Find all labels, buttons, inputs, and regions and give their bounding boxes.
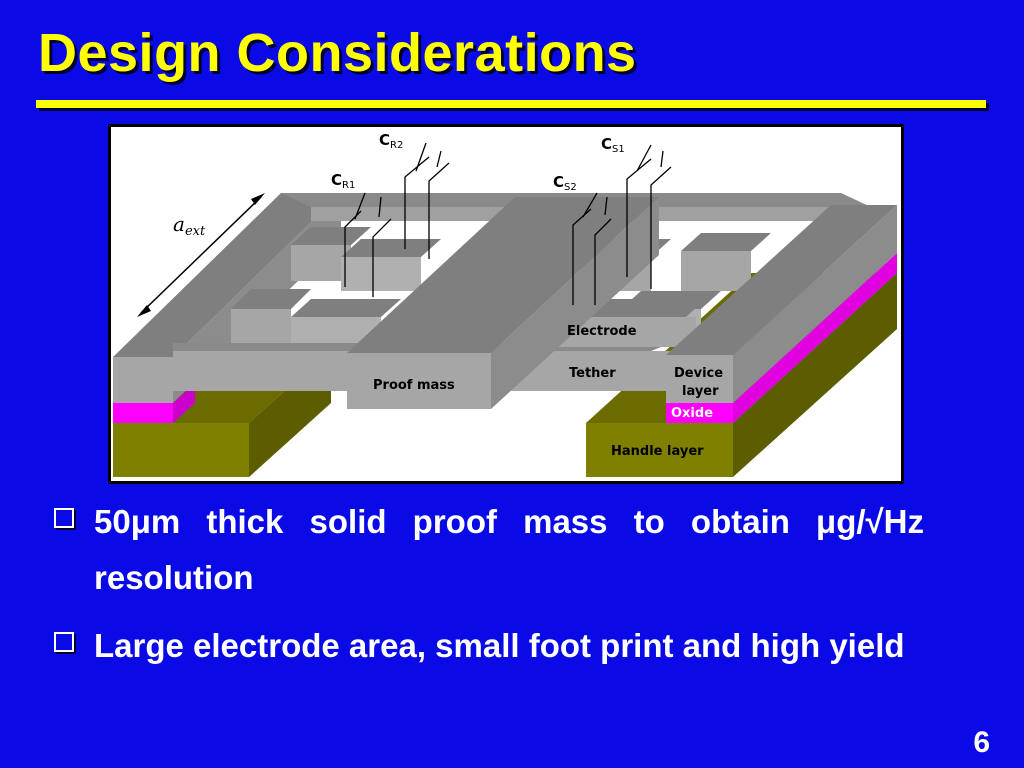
device-layer-label-line1: Device	[674, 366, 723, 381]
proof-mass	[347, 197, 659, 409]
oxide-layer-right	[666, 253, 897, 423]
proof-mass-label: Proof mass	[373, 378, 455, 393]
cs1-label: CS1	[601, 135, 625, 155]
cs2-label: CS2	[553, 173, 577, 193]
cr1-label: CR1	[331, 171, 355, 191]
bullet-item: 50μm thick solid proof mass to obtain μg…	[54, 494, 924, 606]
diagram-canvas: aext CR2 CR1 CS1	[113, 131, 897, 477]
oxide-label: Oxide	[671, 406, 713, 421]
device-layer-label-line2: layer	[682, 384, 719, 399]
bullet-text: 50μm thick solid proof mass to obtain μg…	[94, 503, 924, 596]
slide-title: Design Considerations	[38, 23, 637, 83]
handle-layer-label: Handle layer	[611, 444, 704, 459]
title-underline	[36, 100, 986, 108]
checkbox-bullet-icon	[54, 632, 74, 652]
tether-label: Tether	[569, 366, 616, 381]
checkbox-bullet-icon	[54, 508, 74, 528]
page-number: 6	[973, 726, 990, 759]
cr2-label: CR2	[379, 131, 403, 151]
aext-label: aext	[173, 212, 206, 239]
right-frame-rail	[666, 205, 897, 403]
electrode-block	[556, 299, 706, 347]
bullet-item: Large electrode area, small foot print a…	[54, 618, 924, 674]
electrode-label: Electrode	[567, 324, 637, 339]
acceleration-arrow	[137, 193, 265, 317]
bullet-list: 50μm thick solid proof mass to obtain μg…	[54, 494, 924, 686]
oxide-layer-left	[113, 383, 195, 423]
capacitor-wires	[344, 142, 672, 305]
mems-accelerometer-diagram: aext CR2 CR1 CS1	[108, 124, 904, 484]
bullet-text: Large electrode area, small foot print a…	[94, 627, 905, 664]
